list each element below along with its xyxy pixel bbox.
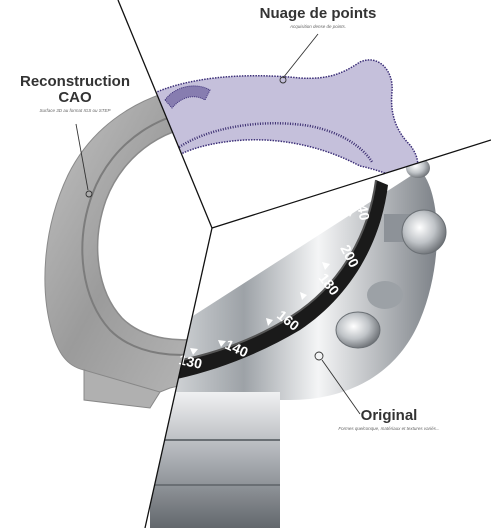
original-label: Original Formes quelconque, matériaux et… [330, 408, 448, 432]
callout-cad [75, 123, 89, 191]
callout-point-cloud [282, 33, 319, 79]
bezel-triangle-marker [322, 262, 330, 270]
point-cloud-subtitle: Acquisition dense de points. [289, 24, 347, 29]
crown [401, 209, 447, 255]
divider-top-left [117, 0, 213, 229]
original-watch-section [145, 158, 447, 528]
cad-reconstruction-section [44, 85, 212, 409]
callout-cad-dot [85, 190, 93, 198]
bezel-number: 240 [353, 196, 373, 222]
bezel-triangle-marker [190, 348, 198, 355]
original-title: Original [360, 407, 418, 424]
cad-title-line1: Reconstruction [19, 73, 130, 90]
callouts [75, 33, 361, 415]
divider-bottom [144, 227, 213, 528]
cad-title-line2: CAO [58, 89, 92, 106]
cad-label: Reconstruction CAO Surface 3D au format … [16, 74, 134, 114]
section-dividers [117, 0, 491, 528]
point-cloud-section [149, 59, 419, 181]
point-cloud-lug [164, 85, 211, 109]
bezel-triangle-marker [218, 340, 226, 347]
callout-original [321, 359, 361, 415]
point-cloud-case [149, 59, 419, 181]
cad-case-inner-ring-2 [96, 124, 212, 341]
divider-right [211, 139, 491, 229]
pusher-bottom [335, 311, 381, 349]
bezel-triangle-marker [346, 210, 354, 217]
point-cloud-label: Nuage de points Acquisition dense de poi… [252, 6, 384, 30]
pusher-shoulder [367, 281, 403, 309]
callout-original-dot [314, 351, 324, 361]
bezel-triangle-marker [300, 292, 307, 300]
cad-subtitle: Surface 3D au format IGS ou STEP [39, 108, 111, 113]
callout-point-cloud-dot [279, 76, 287, 84]
cad-case-inner-ring [81, 108, 212, 356]
bezel-triangle-marker [266, 318, 273, 326]
cad-lug [83, 369, 161, 409]
bezel-markers [190, 210, 354, 355]
point-cloud-title: Nuage de points [259, 5, 377, 22]
original-subtitle: Formes quelconque, matériaux et textures… [338, 426, 440, 431]
bezel-inner-edge [145, 179, 377, 367]
bracelet [150, 392, 280, 528]
